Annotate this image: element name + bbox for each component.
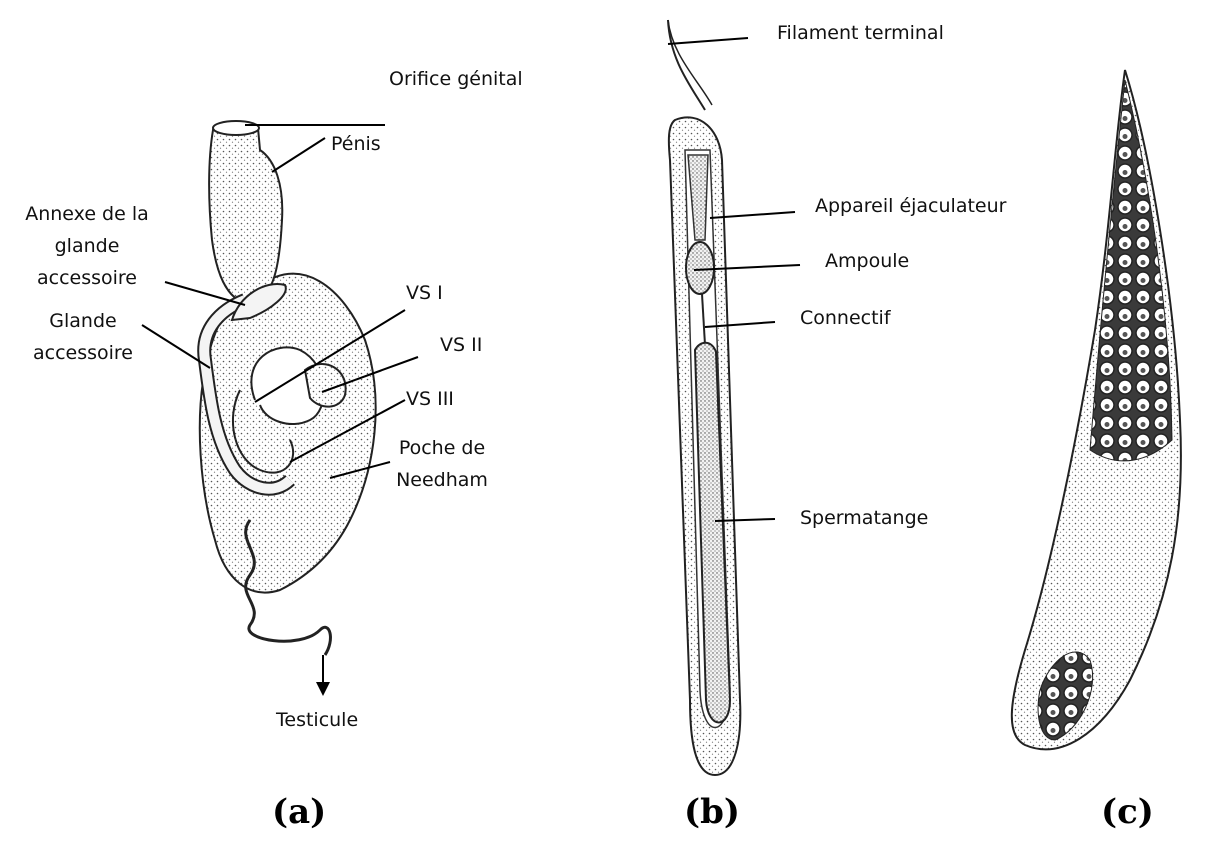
label-connective: Connectif [800, 307, 891, 329]
label-accessory-gland-line2: accessoire [8, 342, 158, 364]
caption-a: (a) [272, 792, 326, 832]
label-ejaculatory-apparatus: Appareil éjaculateur [815, 195, 1006, 217]
label-ampoule: Ampoule [825, 250, 909, 272]
label-vs2: VS II [440, 334, 482, 356]
label-gland-annex-line3: accessoire [7, 267, 167, 289]
genital-orifice-shape [213, 121, 259, 135]
label-gland-annex-line2: glande [7, 235, 167, 257]
panel-b-illustration [668, 20, 800, 775]
label-vs1: VS I [406, 282, 443, 304]
label-vs3: VS III [406, 388, 454, 410]
caption-b: (b) [684, 792, 740, 832]
label-penis: Pénis [331, 133, 381, 155]
label-terminal-filament: Filament terminal [777, 22, 944, 44]
label-accessory-gland: Glande accessoire [8, 310, 158, 364]
label-needham-sac: Poche de Needham [392, 437, 492, 491]
label-orifice-genital: Orifice génital [389, 68, 523, 90]
label-needham-sac-line1: Poche de [392, 437, 492, 459]
label-gland-annex: Annexe de la glande accessoire [7, 203, 167, 289]
panel-a-illustration [142, 121, 418, 696]
panel-c-illustration [1012, 70, 1181, 749]
penis-shape [209, 128, 282, 305]
testicule-arrowhead [316, 682, 330, 696]
caption-c: (c) [1101, 792, 1154, 832]
ampoule-shape [686, 242, 714, 294]
label-accessory-gland-line1: Glande [8, 310, 158, 332]
label-needham-sac-line2: Needham [392, 469, 492, 491]
label-spermatange: Spermatange [800, 507, 928, 529]
terminal-filament-shape [668, 20, 705, 110]
label-testicule: Testicule [276, 709, 358, 731]
needham-sac-shape [200, 274, 376, 593]
label-gland-annex-line1: Annexe de la [7, 203, 167, 225]
